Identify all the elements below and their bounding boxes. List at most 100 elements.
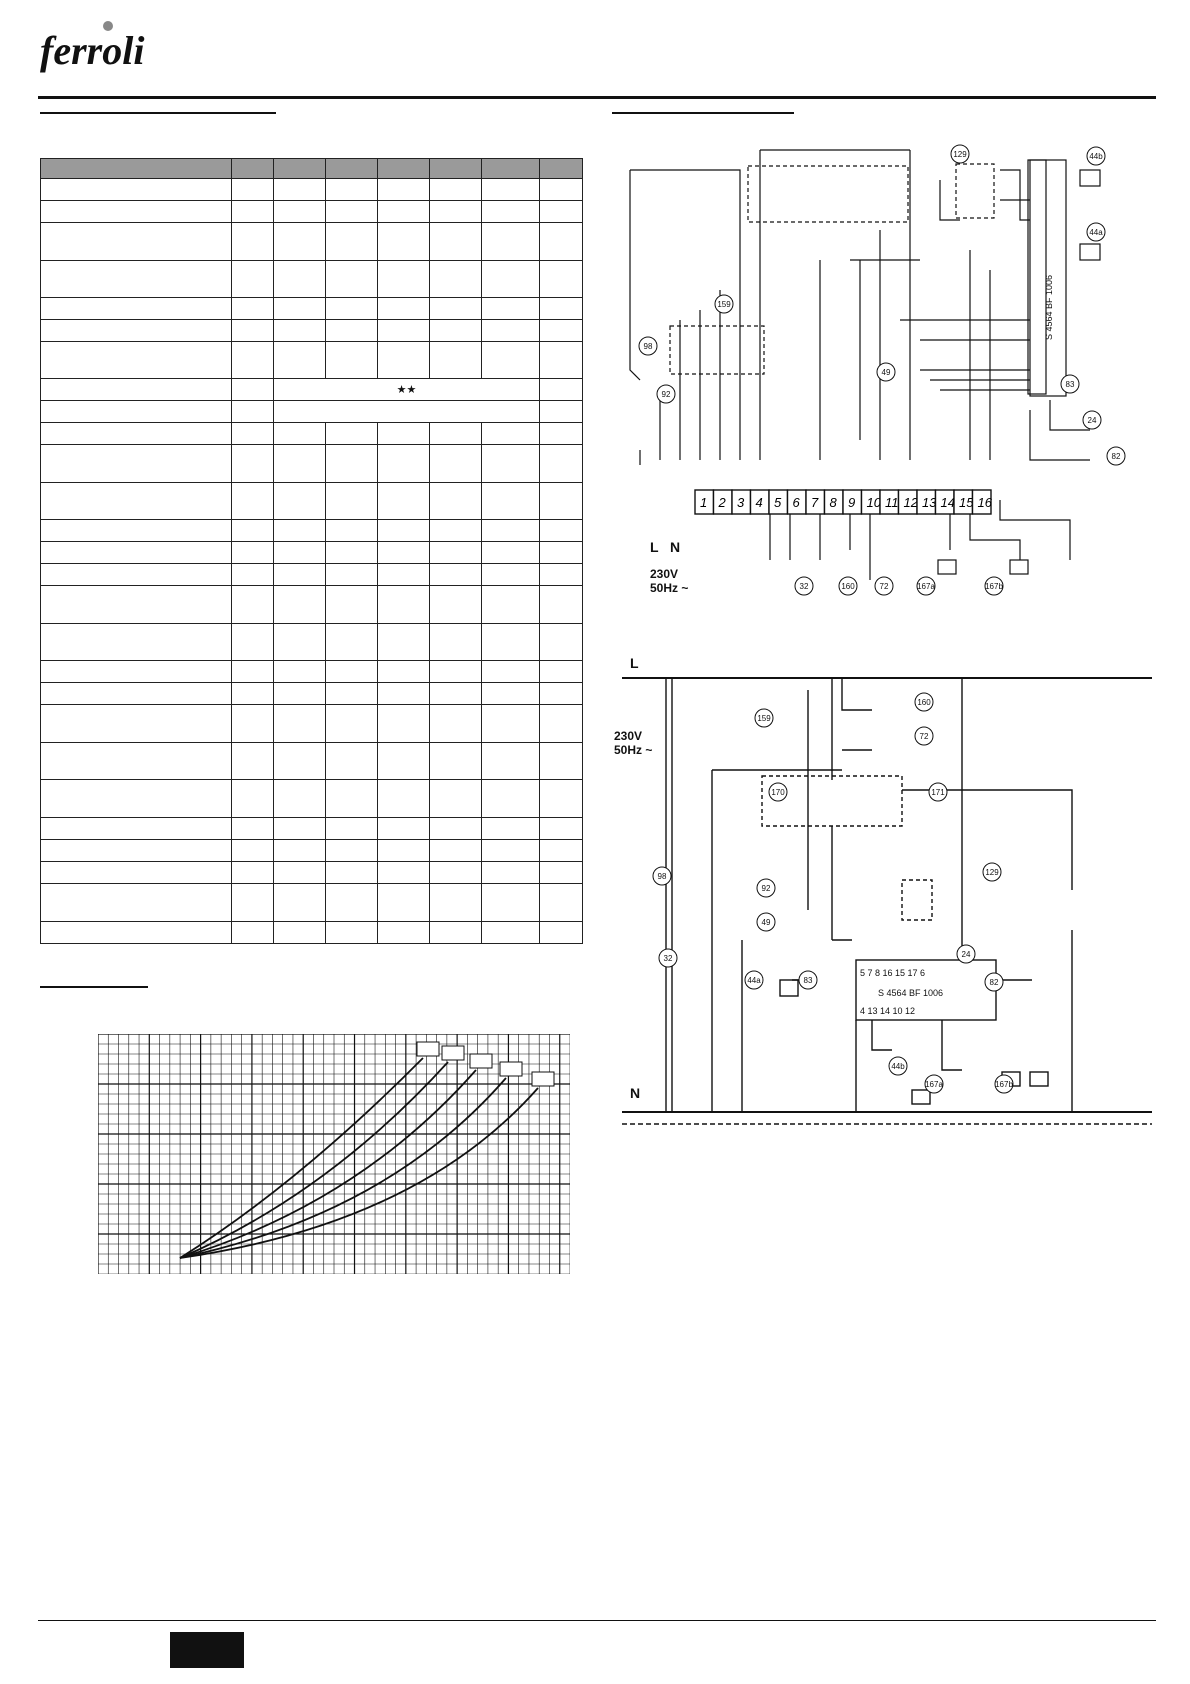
callout-label: 160 (917, 698, 931, 707)
module-bottom-pins: 4 13 14 10 12 (860, 1006, 915, 1016)
callout-circle (756, 878, 776, 898)
header-rule (38, 96, 1156, 99)
module-label-bottom: S 4564 BF 1006 (878, 988, 943, 998)
module-label: S 4564 BF 1006 (1044, 275, 1054, 340)
table-row (40, 742, 583, 780)
callout-label: 159 (757, 714, 771, 723)
pressure-curve (179, 1061, 449, 1259)
callout-label: 167a (925, 1080, 943, 1089)
callout-label: 82 (990, 978, 999, 987)
module-83-block (1029, 159, 1067, 397)
ferroli-logo: ferroli (40, 21, 144, 73)
table-row (40, 623, 583, 661)
callout-circle (714, 294, 734, 314)
table-row (40, 839, 583, 862)
frequency-label-bottom: 50Hz ~ (614, 743, 652, 757)
terminal-number: 1 (700, 495, 707, 510)
terminal-number: 6 (793, 495, 801, 510)
callout-circle (638, 336, 658, 356)
switch-98-box (669, 325, 765, 375)
callout-circle (838, 576, 858, 596)
callout-label: 83 (804, 976, 813, 985)
terminal-number: 14 (941, 495, 955, 510)
rating-stars: ★★ (273, 378, 540, 401)
callout-circle (888, 1056, 908, 1076)
terminal-number: 15 (959, 495, 974, 510)
table-row (40, 817, 583, 840)
callout-label: 44a (747, 976, 761, 985)
curve-label-box (531, 1071, 555, 1087)
callout-circle (658, 948, 678, 968)
pressure-curve (179, 1069, 477, 1259)
callout-label: 32 (800, 582, 809, 591)
switch-129-box (955, 163, 995, 219)
callout-label: 171 (931, 788, 945, 797)
table-row (40, 563, 583, 586)
callout-circle (950, 144, 970, 164)
module-top-pins: 5 7 8 16 15 17 6 (860, 968, 925, 978)
table-row (40, 883, 583, 922)
table-row (40, 704, 583, 743)
callout-circle (744, 970, 764, 990)
callout-circle (916, 576, 936, 596)
callout-label: 92 (762, 884, 771, 893)
callout-label: 49 (882, 368, 891, 377)
callout-circle (914, 692, 934, 712)
chart-section-rule (40, 986, 148, 988)
callout-label: 98 (644, 342, 653, 351)
table-row (40, 682, 583, 705)
callout-circle (994, 1074, 1014, 1094)
callout-label: 24 (962, 950, 971, 959)
pressure-curve (179, 1087, 539, 1259)
callout-label: 72 (920, 732, 929, 741)
terminal-number: 3 (737, 495, 745, 510)
terminal-number: 4 (756, 495, 763, 510)
table-row: ★★ (40, 378, 583, 401)
table-row (40, 222, 583, 261)
callout-circle (754, 708, 774, 728)
frequency-label: 50Hz ~ (650, 581, 688, 595)
callout-circle (1086, 222, 1106, 242)
callout-label: 44b (891, 1062, 905, 1071)
callout-label: 98 (658, 872, 667, 881)
terminal-number: 11 (885, 495, 899, 510)
callout-label: 83 (1066, 380, 1075, 389)
terminal-number: 5 (774, 495, 782, 510)
terminal-number: 9 (848, 495, 855, 510)
callout-label: 160 (841, 582, 855, 591)
callout-circle (652, 866, 672, 886)
table-row (40, 779, 583, 818)
callout-circle (656, 384, 676, 404)
callout-circle (874, 576, 894, 596)
callout-label: 167b (995, 1080, 1013, 1089)
callout-label: 24 (1088, 416, 1097, 425)
table-row (40, 297, 583, 320)
table-row (40, 178, 583, 201)
terminal-number: 2 (718, 495, 727, 510)
voltage-label-bottom: 230V (614, 729, 642, 743)
curve-label-box (441, 1045, 465, 1061)
wiring-diagram-schematic: L N 230V 50Hz ~ 5 7 8 16 15 17 6 S 4564 … (614, 655, 1152, 1125)
table-row (40, 861, 583, 884)
pressure-curve (179, 1077, 507, 1259)
curve-label-box (469, 1053, 493, 1069)
curve-label-box (499, 1061, 523, 1077)
table-row (40, 541, 583, 564)
line-l-label: L (630, 655, 639, 671)
callout-label: 49 (762, 918, 771, 927)
terminal-number: 10 (867, 495, 882, 510)
callout-circle (756, 912, 776, 932)
page-number-box (170, 1632, 244, 1668)
table-row (40, 260, 583, 298)
callout-circle (1060, 374, 1080, 394)
terminal-number: 13 (922, 495, 937, 510)
svg-text:ferroli: ferroli (40, 28, 144, 73)
terminal-box (971, 489, 992, 515)
callout-label: 72 (880, 582, 889, 591)
callout-label: 92 (662, 390, 671, 399)
callout-circle (984, 972, 1004, 992)
callout-circle (1082, 410, 1102, 430)
table-row (40, 200, 583, 223)
